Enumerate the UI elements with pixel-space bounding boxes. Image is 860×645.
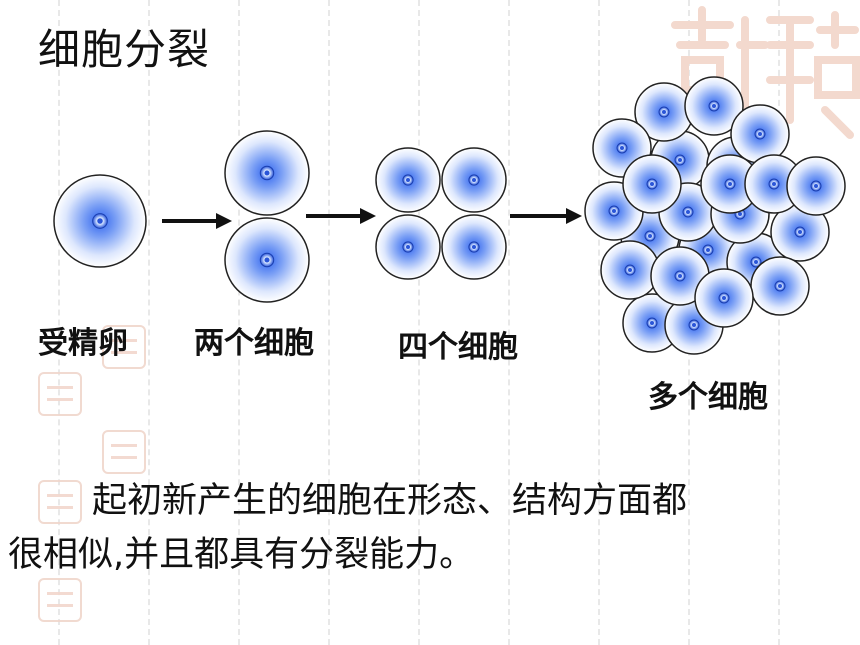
four-cells-group — [375, 147, 507, 280]
cell-icon — [730, 104, 790, 164]
cell-icon — [622, 293, 682, 353]
description-line-1: 起初新产生的细胞在形态、结构方面都 — [92, 481, 688, 521]
label-zygote: 受精卵 — [38, 326, 128, 361]
watermark-logo-icon — [671, 6, 860, 139]
cell-icon — [770, 202, 830, 262]
arrows-group — [162, 208, 582, 229]
cell-icon — [750, 256, 810, 316]
arrow-right-icon — [162, 213, 232, 229]
watermark-stamp-icon — [38, 578, 82, 622]
watermark-stamp-icon — [102, 430, 146, 474]
cell-icon — [441, 214, 507, 280]
page-title: 细胞分裂 — [38, 25, 211, 74]
zygote-group — [53, 174, 147, 268]
cell-icon — [224, 130, 310, 216]
cell-icon — [786, 156, 846, 216]
watermark-stamp-icon — [38, 480, 82, 524]
cell-icon — [375, 214, 441, 280]
cell-icon — [53, 174, 147, 268]
watermark-stamp-icon — [38, 372, 82, 416]
description-line-2: 很相似,并且都具有分裂能力。 — [8, 535, 475, 575]
cell-icon — [622, 154, 682, 214]
cell-icon — [441, 147, 507, 213]
label-four-cells: 四个细胞 — [398, 330, 518, 365]
cell-icon — [224, 217, 310, 303]
cell-icon — [744, 154, 804, 214]
label-many-cells: 多个细胞 — [648, 380, 768, 415]
two-cells-group — [224, 130, 310, 303]
arrow-right-icon — [306, 208, 376, 224]
many-cells-group — [584, 76, 846, 355]
cell-icon — [684, 76, 744, 136]
watermark-stamp-icon — [102, 325, 146, 369]
cell-icon — [634, 82, 694, 142]
label-two-cells: 两个细胞 — [194, 326, 314, 361]
cell-icon — [694, 268, 754, 328]
arrow-right-icon — [510, 208, 582, 224]
description-paragraph: 起初新产生的细胞在形态、结构方面都 很相似,并且都具有分裂能力。 — [8, 474, 848, 582]
cell-icon — [600, 240, 660, 300]
cell-icon — [375, 147, 441, 213]
